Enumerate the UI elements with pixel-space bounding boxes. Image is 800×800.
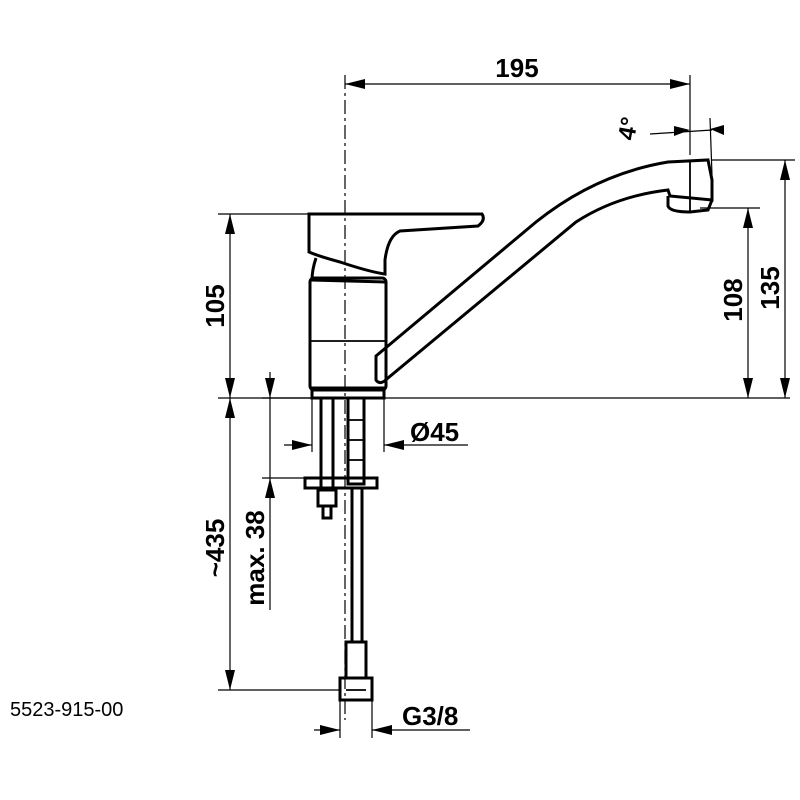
dim-diameter-45-label: Ø45 bbox=[410, 417, 459, 447]
dimension-135 bbox=[712, 159, 795, 398]
product-code: 5523-915-00 bbox=[10, 699, 123, 721]
dim-max-38-label: max. 38 bbox=[240, 510, 270, 605]
dim-g38-label: G3/8 bbox=[402, 701, 458, 731]
dim-435-label: ~435 bbox=[200, 519, 230, 578]
dim-108-label: 108 bbox=[718, 278, 748, 321]
supply-hose bbox=[338, 488, 374, 702]
mounting-fittings bbox=[303, 396, 379, 520]
dimension-4-degree bbox=[649, 117, 724, 176]
dim-195-label: 195 bbox=[495, 53, 538, 83]
dimension-195 bbox=[345, 75, 691, 155]
spout bbox=[374, 158, 714, 385]
dimension-108 bbox=[700, 207, 760, 398]
dimension-g38 bbox=[314, 700, 470, 738]
dim-135-label: 135 bbox=[755, 266, 785, 309]
dimension-105 bbox=[218, 213, 309, 398]
dimension-435 bbox=[218, 398, 340, 691]
dim-4deg-label: 4° bbox=[613, 115, 644, 142]
faucet-body bbox=[307, 212, 485, 400]
dimension-diameter-45 bbox=[284, 398, 468, 452]
dimension-max-38 bbox=[262, 372, 312, 610]
dim-105-label: 105 bbox=[200, 284, 230, 327]
